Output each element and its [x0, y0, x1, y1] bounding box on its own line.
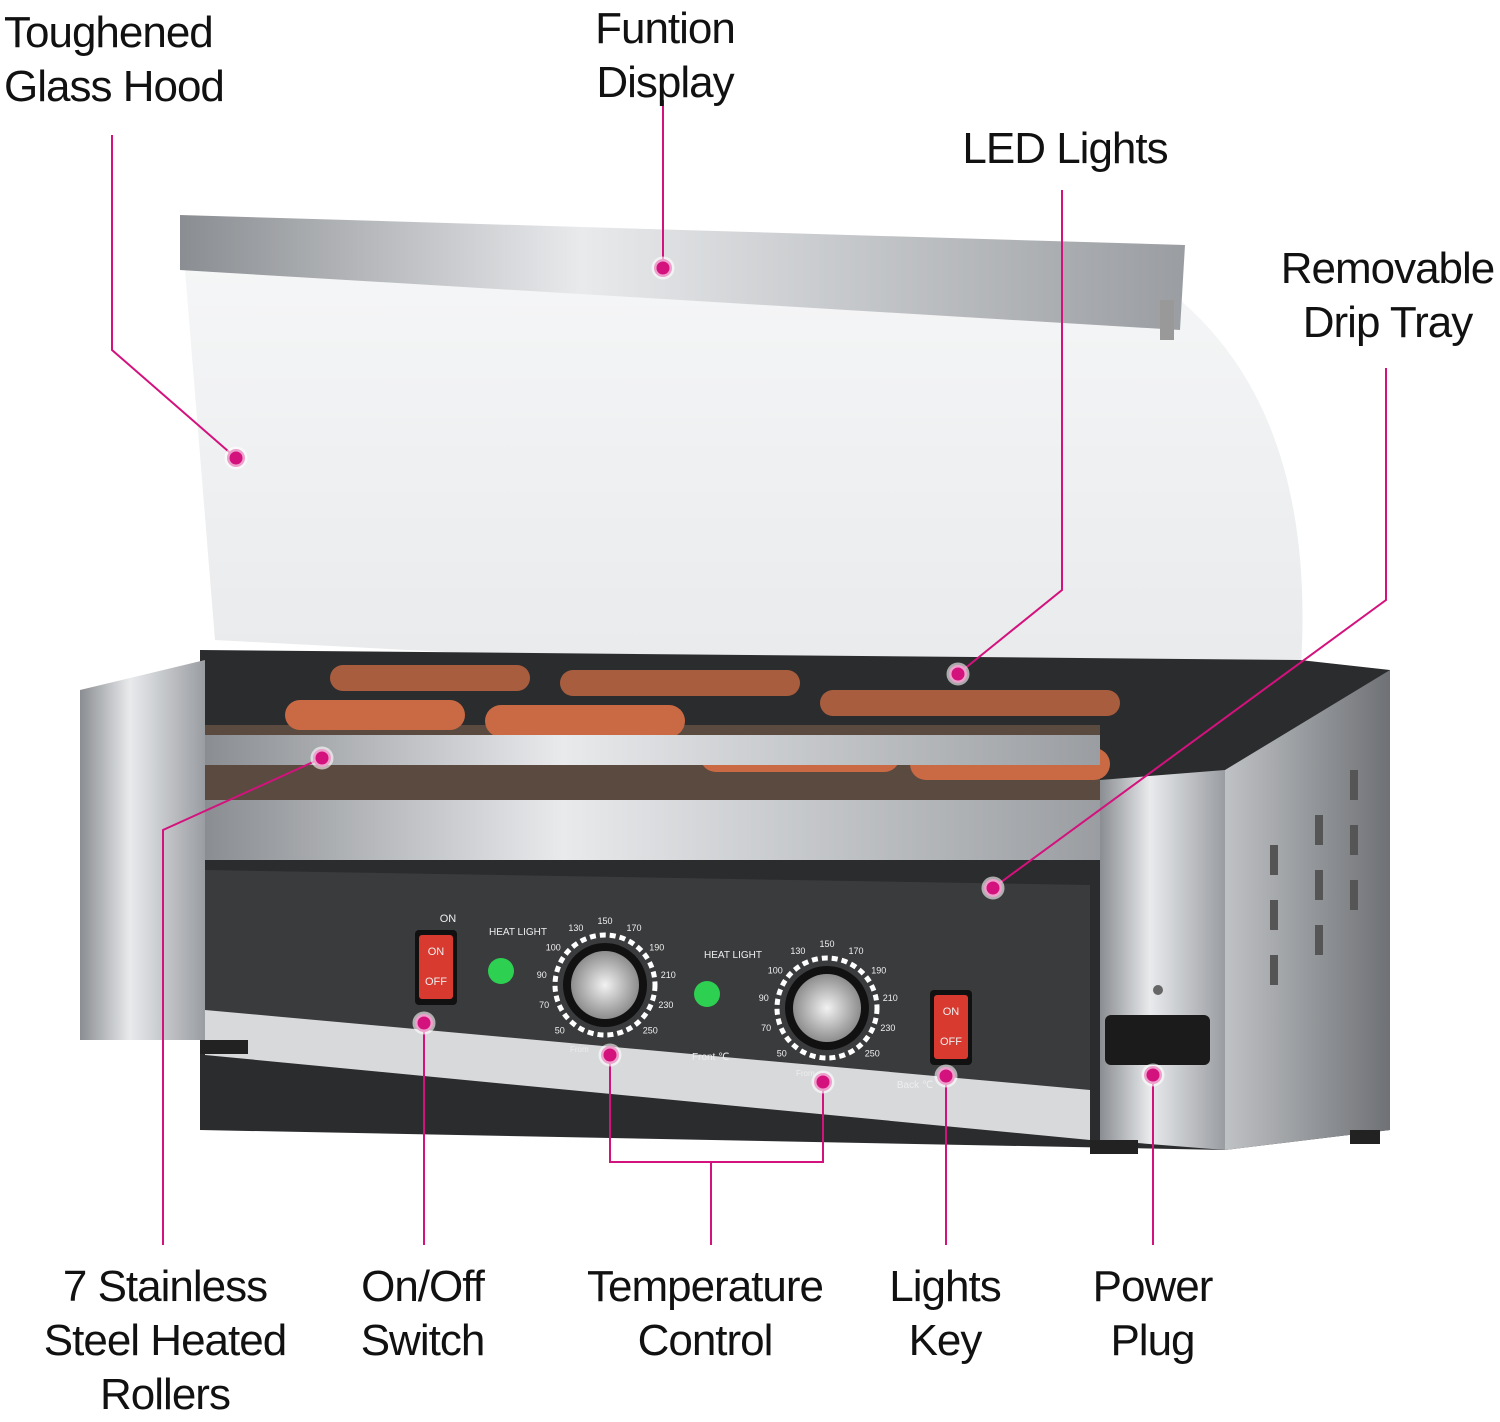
svg-text:OFF: OFF [940, 1036, 962, 1048]
back-temperature-dial[interactable]: From [774, 955, 880, 1078]
dial-tick-label: 70 [539, 1000, 549, 1010]
dial-tick-label: 150 [819, 939, 834, 949]
heat-light-label: HEAT LIGHT [489, 927, 547, 938]
dial-tick-label: 100 [768, 965, 783, 975]
dial-tick-label: 170 [627, 923, 642, 933]
front-temperature-dial[interactable]: Front ℃ From [552, 932, 729, 1063]
right-side-panel [1225, 670, 1390, 1150]
heat-light-indicator [488, 958, 514, 984]
right-end-cap [1100, 770, 1225, 1150]
lights-key-switch[interactable]: ON OFF Back ℃ [897, 990, 972, 1091]
dial-tick-label: 250 [643, 1025, 658, 1035]
dial-tick-label: 210 [883, 993, 898, 1003]
label-led-lights: LED Lights [962, 124, 1168, 173]
appliance-body [80, 650, 1390, 1154]
dial-tick-label: 50 [555, 1025, 565, 1035]
dial-tick-label: 250 [865, 1048, 880, 1058]
dial-tick-label: 70 [761, 1023, 771, 1033]
dial-tick-label: 50 [777, 1048, 787, 1058]
dial-tick-label: 190 [649, 942, 664, 952]
function-display-bar [180, 215, 1185, 330]
drip-tray [205, 800, 1100, 860]
roller [205, 735, 1100, 765]
dial-tick-label: 100 [546, 942, 561, 952]
svg-text:ON: ON [943, 1006, 960, 1018]
dial-tick-label: 170 [849, 946, 864, 956]
left-end-cap [80, 660, 205, 1040]
dial-tick-label: 150 [597, 916, 612, 926]
dial-tick-label: 230 [658, 1000, 673, 1010]
svg-text:Back ℃: Back ℃ [897, 1080, 933, 1091]
svg-text:Front ℃: Front ℃ [692, 1052, 729, 1063]
from-label-back: From [796, 1069, 815, 1078]
from-label-front: From [570, 1045, 589, 1054]
dial-tick-label: 90 [759, 993, 769, 1003]
glass-hood [180, 215, 1303, 690]
svg-text:ON: ON [428, 946, 445, 958]
svg-text:ON: ON [440, 913, 457, 925]
dial-tick-label: 210 [661, 970, 676, 980]
dial-tick-label: 230 [880, 1023, 895, 1033]
heat-light-label-2: HEAT LIGHT [704, 950, 762, 961]
side-vents [1270, 770, 1358, 985]
dial-tick-label: 130 [790, 946, 805, 956]
switch-front[interactable]: ON OFF ON [415, 913, 457, 1005]
callout-dots [224, 256, 1165, 1094]
dial-tick-label: 190 [871, 965, 886, 975]
dial-tick-label: 130 [568, 923, 583, 933]
svg-text:OFF: OFF [425, 976, 447, 988]
dial-tick-label: 90 [537, 970, 547, 980]
power-socket [1105, 1015, 1210, 1065]
callout-lines [111, 100, 1387, 1245]
heat-light-indicator-2 [694, 981, 720, 1007]
